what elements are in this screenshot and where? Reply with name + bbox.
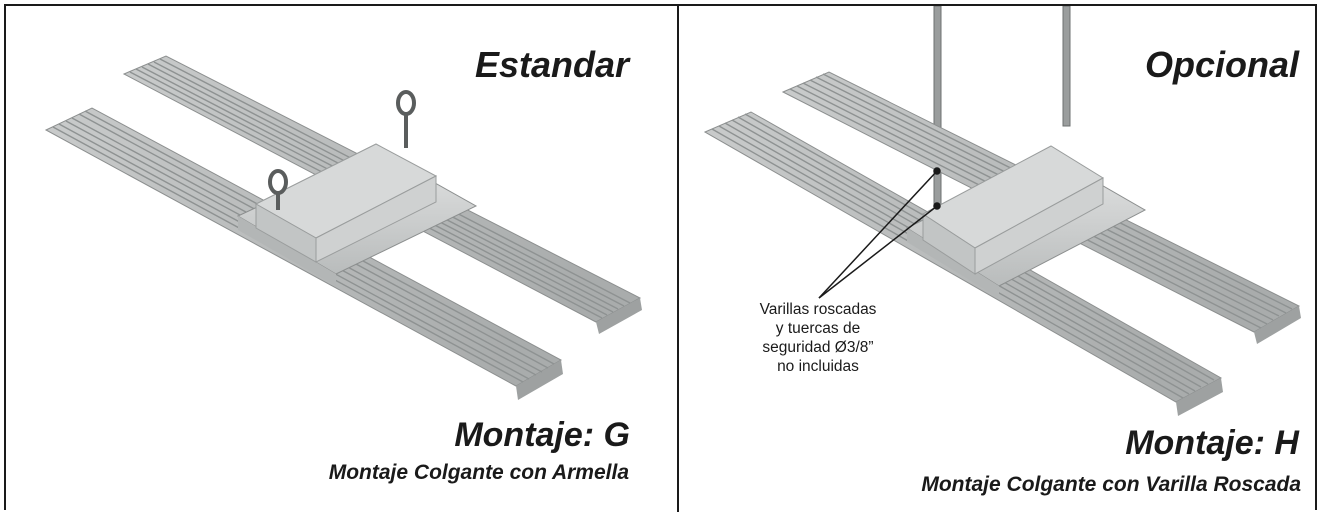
callout-line-2: y tuercas de: [775, 320, 861, 337]
eyebolt-left: [268, 169, 288, 210]
panel-divider: [677, 4, 679, 512]
callout-line-1: Varillas roscadas: [759, 301, 877, 318]
fixture-eyebolt-illustration: [44, 55, 642, 400]
mount-description-h: Montaje Colgante con Varilla Roscada: [921, 473, 1301, 496]
heading-standard: Estandar: [474, 44, 629, 85]
outer-frame: [4, 4, 1317, 510]
threaded-rod-right: [1062, 6, 1071, 127]
callout-leaders: [818, 167, 941, 299]
panel-optional: Opcional Varillas roscadas y tuercas de …: [679, 6, 1315, 512]
center-housing: [905, 145, 1147, 298]
callout-note: Varillas roscadas y tuercas de seguridad…: [733, 300, 903, 376]
center-housing: [236, 143, 478, 286]
eyebolt-right: [396, 90, 416, 148]
heading-optional: Opcional: [1144, 44, 1299, 85]
fixture-threaded-rod-illustration: [703, 6, 1301, 416]
callout-line-3: seguridad Ø3/8”: [762, 339, 874, 356]
callout-line-4: no incluidas: [777, 358, 859, 375]
threaded-rod-left: [933, 6, 942, 217]
mount-description-g: Montaje Colgante con Armella: [328, 461, 629, 484]
mount-code-h: Montaje: H: [1125, 424, 1299, 462]
panel-standard: Estandar Montaje: G Montaje Colgante con…: [6, 6, 677, 512]
mount-code-g: Montaje: G: [454, 416, 630, 454]
